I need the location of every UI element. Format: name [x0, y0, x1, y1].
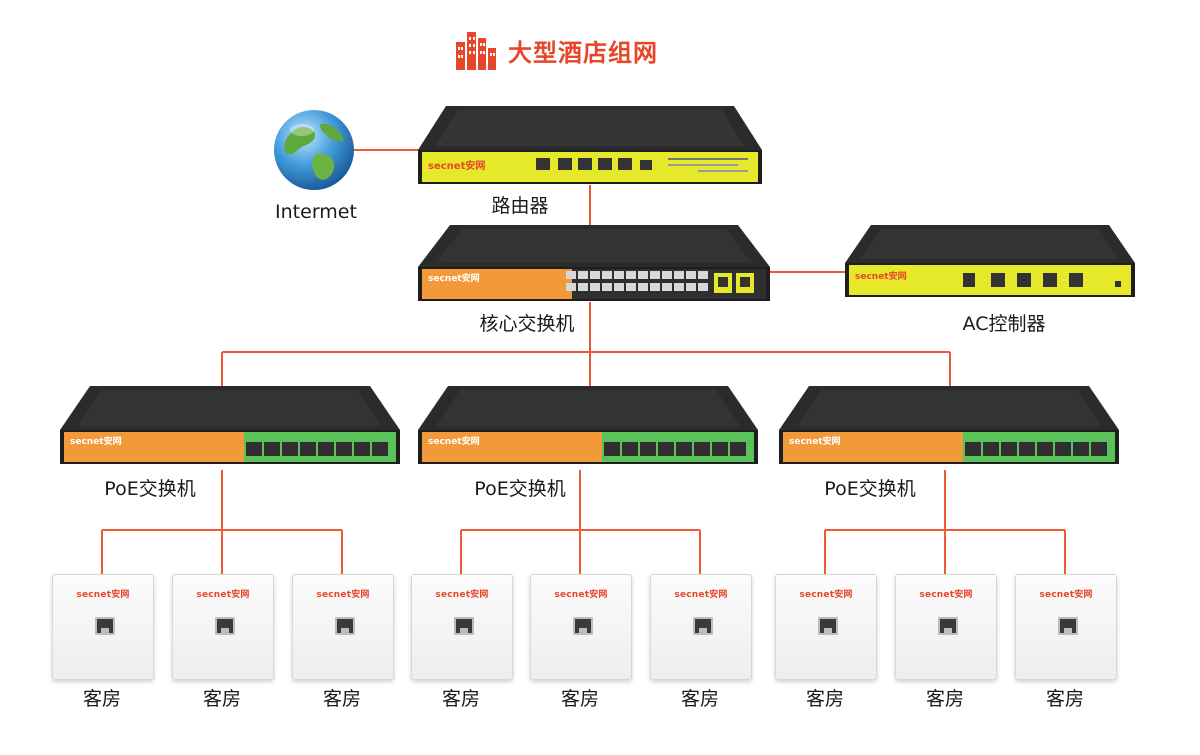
- internet-label: Intermet: [275, 201, 357, 223]
- ac-brand: secnet安网: [855, 270, 907, 282]
- room-ap-6: secnet安网: [650, 574, 752, 680]
- ethernet-port-icon: [215, 617, 235, 635]
- router-label: 路由器: [491, 195, 549, 217]
- room-ap-brand: secnet安网: [316, 590, 370, 600]
- globe-icon: [274, 110, 354, 190]
- poe-switch-3: secnet安网: [779, 386, 1119, 464]
- room-ap-brand: secnet安网: [919, 590, 973, 600]
- room-ap-brand: secnet安网: [76, 590, 130, 600]
- room-ap-9: secnet安网: [1015, 574, 1117, 680]
- link-poe3-rooms: [824, 470, 1066, 575]
- room-ap-8: secnet安网: [895, 574, 997, 680]
- room-label-4: 客房: [441, 688, 481, 710]
- ethernet-port-icon: [573, 617, 593, 635]
- poe-switch-2-label: PoE交换机: [474, 478, 566, 500]
- room-label-6: 客房: [680, 688, 720, 710]
- poe-switch-3-label: PoE交换机: [824, 478, 916, 500]
- room-ap-2: secnet安网: [172, 574, 274, 680]
- diagram-title: 大型酒店组网: [454, 28, 658, 72]
- link-poe1-rooms: [101, 470, 343, 575]
- ac-controller-device: secnet安网: [845, 225, 1135, 297]
- link-poe2-rooms: [460, 470, 701, 575]
- title-text: 大型酒店组网: [508, 38, 658, 67]
- poe3-brand: secnet安网: [789, 435, 841, 447]
- room-ap-brand: secnet安网: [435, 590, 489, 600]
- poe-switch-1-label: PoE交换机: [104, 478, 196, 500]
- room-ap-5: secnet安网: [530, 574, 632, 680]
- room-ap-4: secnet安网: [411, 574, 513, 680]
- room-ap-7: secnet安网: [775, 574, 877, 680]
- ethernet-port-icon: [335, 617, 355, 635]
- ethernet-port-icon: [818, 617, 838, 635]
- ac-controller-label: AC控制器: [962, 313, 1046, 335]
- room-label-2: 客房: [202, 688, 242, 710]
- router-brand: secnet安网: [428, 159, 485, 172]
- room-ap-brand: secnet安网: [674, 590, 728, 600]
- poe-switch-2: secnet安网: [418, 386, 758, 464]
- room-ap-brand: secnet安网: [196, 590, 250, 600]
- ethernet-port-icon: [454, 617, 474, 635]
- room-ap-1: secnet安网: [52, 574, 154, 680]
- room-label-1: 客房: [82, 688, 122, 710]
- building-icon: [456, 32, 496, 70]
- core-switch-brand: secnet安网: [428, 272, 480, 284]
- room-ap-brand: secnet安网: [1039, 590, 1093, 600]
- link-core-bus: [221, 302, 951, 392]
- core-switch-label: 核心交换机: [479, 313, 575, 335]
- room-ap-brand: secnet安网: [554, 590, 608, 600]
- room-label-9: 客房: [1045, 688, 1085, 710]
- poe-switch-1: secnet安网: [60, 386, 400, 464]
- ethernet-port-icon: [95, 617, 115, 635]
- room-ap-3: secnet安网: [292, 574, 394, 680]
- room-label-8: 客房: [925, 688, 965, 710]
- room-label-3: 客房: [322, 688, 362, 710]
- ethernet-port-icon: [938, 617, 958, 635]
- room-ap-brand: secnet安网: [799, 590, 853, 600]
- poe2-brand: secnet安网: [428, 435, 480, 447]
- poe1-brand: secnet安网: [70, 435, 122, 447]
- ethernet-port-icon: [693, 617, 713, 635]
- room-label-7: 客房: [805, 688, 845, 710]
- router-device: secnet安网: [418, 106, 762, 184]
- room-label-5: 客房: [560, 688, 600, 710]
- ethernet-port-icon: [1058, 617, 1078, 635]
- core-switch-device: secnet安网: [418, 225, 770, 301]
